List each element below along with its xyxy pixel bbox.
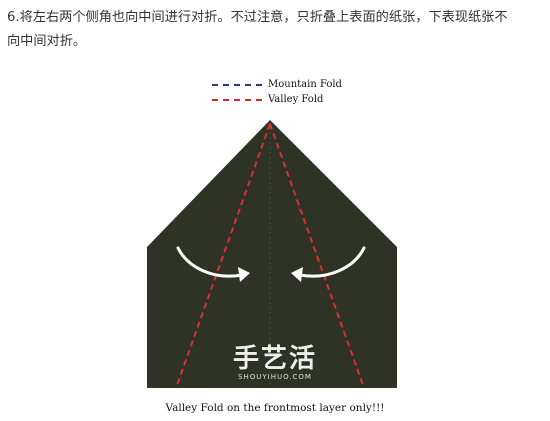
instruction-line-1: 6.将左右两个侧角也向中间进行对折。不过注意，只折叠上表面的纸张，下表现纸张不 bbox=[7, 10, 508, 25]
watermark: 手艺活 SHOUYIHUO.COM bbox=[210, 338, 340, 381]
instruction-text: 6.将左右两个侧角也向中间进行对折。不过注意，只折叠上表面的纸张，下表现纸张不 … bbox=[7, 6, 543, 54]
paper-shape bbox=[147, 120, 397, 388]
legend-valley-row: Valley Fold bbox=[212, 93, 352, 106]
mountain-fold-line-icon bbox=[212, 84, 262, 86]
fold-legend: Mountain Fold Valley Fold bbox=[212, 78, 352, 108]
diagram-caption: Valley Fold on the frontmost layer only!… bbox=[165, 402, 385, 414]
left-fold-arrow-icon bbox=[176, 246, 250, 282]
left-valley-fold-line bbox=[175, 123, 271, 389]
right-fold-arrow-icon bbox=[291, 246, 366, 282]
legend-mountain-row: Mountain Fold bbox=[212, 78, 352, 91]
valley-fold-line-icon bbox=[212, 99, 262, 101]
instruction-line-2: 向中间对折。 bbox=[7, 34, 87, 49]
mountain-fold-label: Mountain Fold bbox=[268, 79, 342, 90]
watermark-text: 手艺活 bbox=[232, 344, 317, 374]
watermark-domain: SHOUYIHUO.COM bbox=[238, 373, 312, 381]
right-valley-fold-line bbox=[269, 123, 365, 389]
valley-fold-label: Valley Fold bbox=[268, 94, 324, 105]
